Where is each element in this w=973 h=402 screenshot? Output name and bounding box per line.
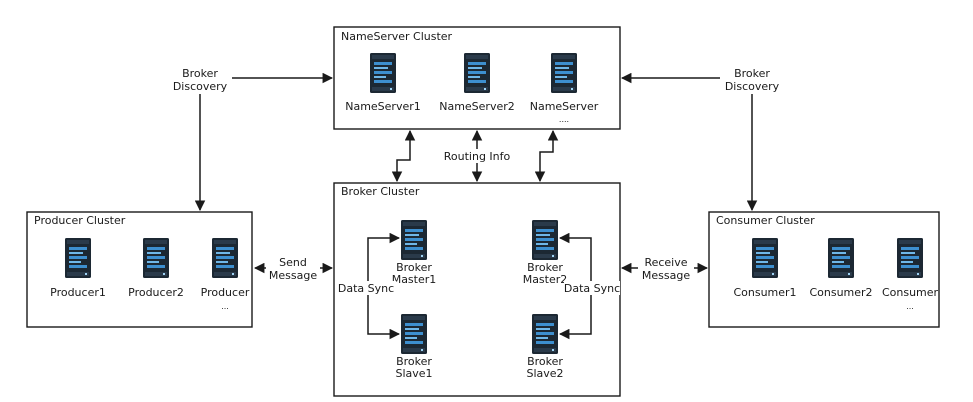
edge-receive-message: Receive Message (620, 256, 709, 284)
broker-role: Slave2 (526, 367, 563, 380)
nameserver-node-2: NameServer2 (439, 53, 515, 113)
broker-label: Broker (527, 355, 563, 368)
nameserver-node-3: NameServer .... (530, 53, 599, 124)
server-rack-icon (828, 238, 854, 278)
server-rack-icon (551, 53, 577, 93)
broker-slave2: Broker Slave2 (526, 314, 564, 380)
consumer-label: Consumer1 (733, 286, 796, 299)
server-rack-icon (401, 220, 427, 260)
consumer-label: Consumer (882, 286, 939, 299)
server-rack-icon (401, 314, 427, 354)
edge-label: Message (269, 269, 317, 282)
server-rack-icon (897, 238, 923, 278)
edge-label: Broker (734, 67, 770, 80)
broker-label: Broker (396, 261, 432, 274)
server-rack-icon (370, 53, 396, 93)
producer-node-3: Producer ... (201, 238, 250, 311)
edge-data-sync-left: Data Sync (338, 232, 401, 340)
edge-label: Data Sync (564, 282, 620, 295)
edge-routing-info: Routing Info (391, 129, 559, 183)
edge-label: Message (642, 269, 690, 282)
nameserver-node-1: NameServer1 (345, 53, 421, 113)
broker-slave1: Broker Slave1 (395, 314, 433, 380)
edge-label: Discovery (173, 80, 228, 93)
server-rack-icon (464, 53, 490, 93)
edge-label: Receive (644, 256, 687, 269)
edge-data-sync-right: Data Sync (558, 232, 620, 340)
producer-label: Producer1 (50, 286, 106, 299)
server-rack-icon (532, 314, 558, 354)
broker-role: Master1 (392, 273, 437, 286)
broker-master2: Broker Master2 (523, 220, 568, 286)
broker-cluster-title: Broker Cluster (341, 185, 420, 198)
server-rack-icon (143, 238, 169, 278)
edge-send-message: Send Message (253, 256, 334, 284)
nameserver-label: NameServer2 (439, 100, 515, 113)
ellipsis: ... (221, 302, 229, 311)
broker-role: Slave1 (395, 367, 432, 380)
server-rack-icon (752, 238, 778, 278)
nameserver-label: NameServer (530, 100, 599, 113)
nameserver-cluster-title: NameServer Cluster (341, 30, 453, 43)
edge-label: Broker (182, 67, 218, 80)
edge-label: Discovery (725, 80, 780, 93)
consumer-node-1: Consumer1 (733, 238, 797, 299)
server-rack-icon (65, 238, 91, 278)
broker-master1: Broker Master1 (392, 220, 437, 286)
ellipsis: ... (906, 302, 914, 311)
server-rack-icon (532, 220, 558, 260)
producer-node-1: Producer1 (50, 238, 106, 299)
producer-label: Producer2 (128, 286, 184, 299)
edge-label: Routing Info (444, 150, 511, 163)
broker-label: Broker (527, 261, 563, 274)
nameserver-label: NameServer1 (345, 100, 421, 113)
ellipsis: .... (559, 115, 569, 124)
consumer-node-3: Consumer ... (882, 238, 939, 311)
consumer-cluster-title: Consumer Cluster (716, 214, 815, 227)
consumer-node-2: Consumer2 (809, 238, 873, 299)
producer-node-2: Producer2 (128, 238, 184, 299)
edge-label: Send (279, 256, 307, 269)
broker-role: Master2 (523, 273, 568, 286)
edge-label: Data Sync (338, 282, 394, 295)
consumer-label: Consumer2 (809, 286, 872, 299)
edge-broker-discovery-right: Broker Discovery (620, 66, 784, 212)
producer-cluster-title: Producer Cluster (34, 214, 126, 227)
edge-broker-discovery-left: Broker Discovery (168, 66, 334, 212)
server-rack-icon (212, 238, 238, 278)
broker-label: Broker (396, 355, 432, 368)
producer-label: Producer (201, 286, 250, 299)
